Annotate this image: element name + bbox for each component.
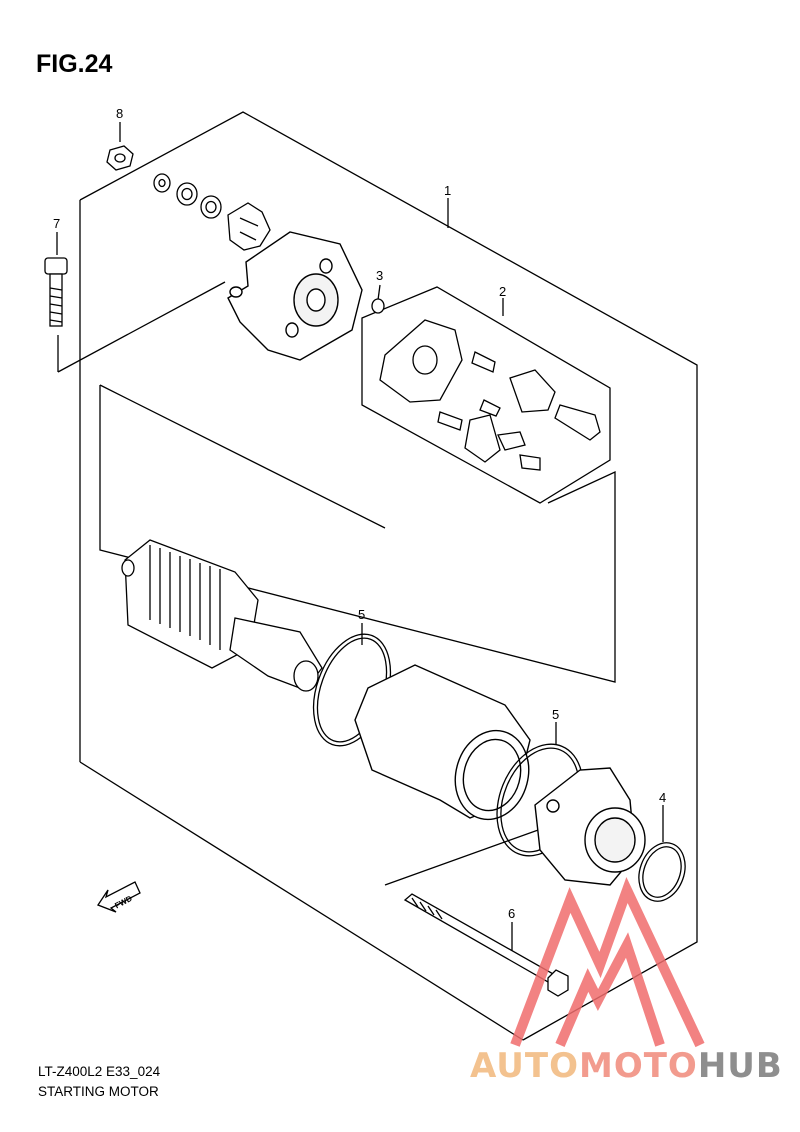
- end-cover-part: [227, 231, 363, 361]
- figure-code: LT-Z400L2 E33_024: [38, 1064, 161, 1079]
- nut-part: [106, 145, 134, 171]
- terminal-insulator-part: [227, 202, 271, 251]
- watermark-part-auto: AUTO: [470, 1046, 579, 1086]
- watermark-text: AUTOMOTOHUB: [470, 1046, 783, 1086]
- armature-part: [121, 539, 323, 692]
- through-bolt-part: [403, 893, 569, 997]
- callout-5-lower: 5: [552, 707, 560, 722]
- callout-1: 1: [444, 183, 452, 198]
- callout-6: 6: [508, 906, 516, 921]
- washer-set: [153, 173, 222, 219]
- brush-holder-part: [379, 319, 601, 471]
- armature-box: [99, 385, 616, 683]
- front-cover-part: [534, 767, 646, 886]
- watermark-part-moto: MOTO: [578, 1046, 698, 1086]
- fig-title: FIG.24: [36, 50, 113, 78]
- brush-holder-box: [361, 286, 611, 504]
- fwd-arrow-icon: [97, 881, 141, 913]
- watermark-logo-icon: [510, 876, 705, 1048]
- figure-name: STARTING MOTOR: [38, 1084, 159, 1099]
- callout-7: 7: [53, 216, 61, 231]
- callout-4: 4: [659, 790, 667, 805]
- assembly-outline-bottom: [79, 761, 524, 1041]
- o-ring-front-part: [638, 842, 686, 902]
- callout-3: 3: [376, 268, 384, 283]
- callout-2: 2: [499, 284, 507, 299]
- yoke-part: [354, 664, 531, 821]
- callout-5-upper: 5: [358, 607, 366, 622]
- o-ring-part: [371, 298, 385, 314]
- watermark-part-hub: HUB: [697, 1046, 783, 1086]
- bolt-part: [44, 257, 68, 327]
- callout-8: 8: [116, 106, 124, 121]
